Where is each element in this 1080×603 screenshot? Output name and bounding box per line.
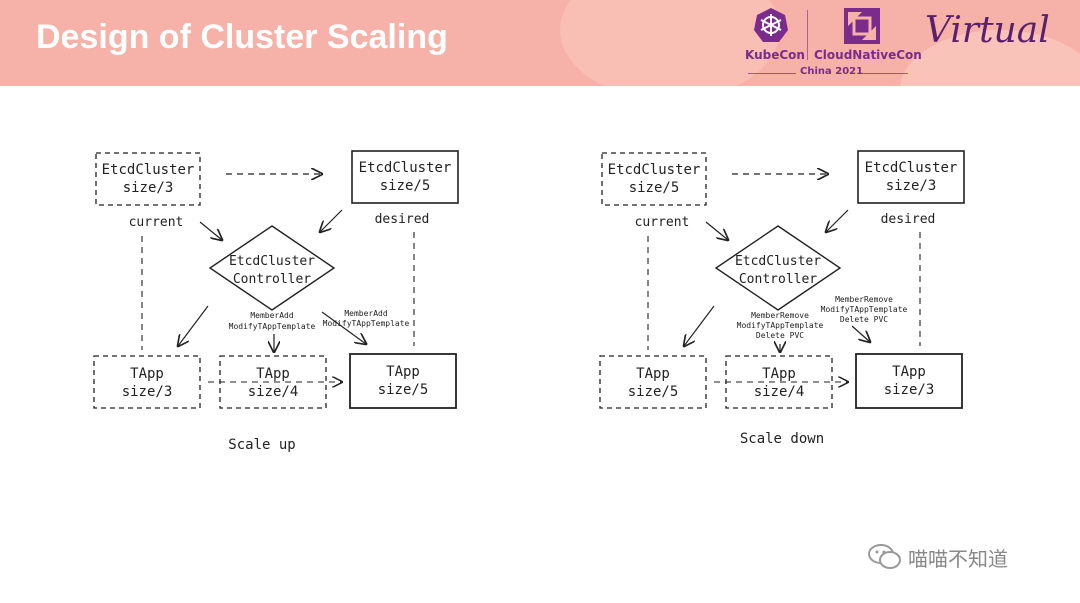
controller-label: Controller xyxy=(739,272,817,287)
controller-to-tapp-old-arrow xyxy=(684,305,715,346)
tapp-2-size: size/4 xyxy=(754,384,805,400)
watermark-text: 喵喵不知道 xyxy=(908,546,1008,571)
current-cluster-size: size/3 xyxy=(123,180,174,196)
controller-diamond xyxy=(714,225,842,311)
action-left-line3: Delete PVC xyxy=(756,331,804,340)
action-right-line1: MemberAdd xyxy=(344,309,388,318)
header-banner: Design of Cluster Scaling KubeCon CloudN… xyxy=(0,0,1080,86)
tapp-box-3 xyxy=(349,353,457,409)
desired-caption: desired xyxy=(375,212,430,227)
logo-divider xyxy=(807,10,808,60)
controller-to-tapp-new-arrow xyxy=(851,325,870,342)
current-cluster-box xyxy=(95,152,201,206)
controller-name: EtcdCluster xyxy=(735,254,821,269)
action-left-line2: ModifyTAppTemplate xyxy=(229,322,316,331)
controller-name: EtcdCluster xyxy=(229,254,315,269)
action-left-line2: ModifyTAppTemplate xyxy=(737,321,824,330)
tapp-3-name: TApp xyxy=(386,364,420,380)
wechat-icon xyxy=(868,544,901,569)
current-cluster-box xyxy=(601,152,707,206)
tapp-box-3 xyxy=(855,353,963,409)
current-cluster-name: EtcdCluster xyxy=(608,162,701,178)
current-caption: current xyxy=(635,215,690,230)
cloudnativecon-label: CloudNativeCon xyxy=(814,48,922,62)
desired-cluster-name: EtcdCluster xyxy=(359,160,452,176)
desired-cluster-name: EtcdCluster xyxy=(865,160,958,176)
cloudnativecon-logo-icon xyxy=(844,8,880,44)
tapp-1-size: size/5 xyxy=(628,384,679,400)
scale-up-caption: Scale up xyxy=(228,437,295,453)
kubecon-label: KubeCon xyxy=(745,48,805,62)
scale-down-caption: Scale down xyxy=(740,431,824,447)
tapp-2-size: size/4 xyxy=(248,384,299,400)
virtual-label: Virtual xyxy=(925,10,1050,51)
scale-down-panel: EtcdCluster size/5 current EtcdCluster s… xyxy=(599,150,965,447)
event-rule-right xyxy=(860,73,908,74)
action-right-line2: ModifyTAppTemplate xyxy=(821,305,908,314)
slide-title: Design of Cluster Scaling xyxy=(36,18,448,56)
tapp-3-name: TApp xyxy=(892,364,926,380)
tapp-1-name: TApp xyxy=(636,366,670,382)
current-caption: current xyxy=(129,215,184,230)
current-cluster-size: size/5 xyxy=(629,180,680,196)
tapp-2-name: TApp xyxy=(256,366,290,382)
action-left-line1: MemberAdd xyxy=(250,311,294,320)
tapp-3-size: size/3 xyxy=(884,382,935,398)
desired-cluster-size: size/3 xyxy=(886,178,937,194)
tapp-1-size: size/3 xyxy=(122,384,173,400)
desired-cluster-box xyxy=(351,150,459,204)
scaling-diagram: EtcdCluster size/3 current EtcdCluster s… xyxy=(93,150,965,453)
controller-to-tapp-new-arrow xyxy=(321,311,366,344)
event-label: China 2021 xyxy=(800,66,864,77)
desired-to-controller-arrow xyxy=(826,209,849,232)
action-right-line2: ModifyTAppTemplate xyxy=(323,319,410,328)
current-cluster-name: EtcdCluster xyxy=(102,162,195,178)
decorative-blob xyxy=(560,0,780,86)
desired-to-controller-arrow xyxy=(320,209,343,232)
desired-cluster-size: size/5 xyxy=(380,178,431,194)
current-to-controller-arrow xyxy=(705,221,728,240)
controller-label: Controller xyxy=(233,272,311,287)
action-right-line1: MemberRemove xyxy=(835,295,893,304)
tapp-3-size: size/5 xyxy=(378,382,429,398)
desired-caption: desired xyxy=(881,212,936,227)
controller-to-tapp-old-arrow xyxy=(178,305,209,346)
watermark: 喵喵不知道 xyxy=(868,540,1048,574)
tapp-1-name: TApp xyxy=(130,366,164,382)
current-to-controller-arrow xyxy=(199,221,222,240)
event-rule-left xyxy=(748,73,796,74)
action-right-line3: Delete PVC xyxy=(840,315,888,324)
kubecon-logo-icon xyxy=(754,8,788,42)
desired-cluster-box xyxy=(857,150,965,204)
controller-diamond xyxy=(208,225,336,311)
action-left-line1: MemberRemove xyxy=(751,311,809,320)
tapp-box-1 xyxy=(93,355,201,409)
tapp-box-1 xyxy=(599,355,707,409)
scale-up-panel: EtcdCluster size/3 current EtcdCluster s… xyxy=(93,150,459,453)
tapp-2-name: TApp xyxy=(762,366,796,382)
